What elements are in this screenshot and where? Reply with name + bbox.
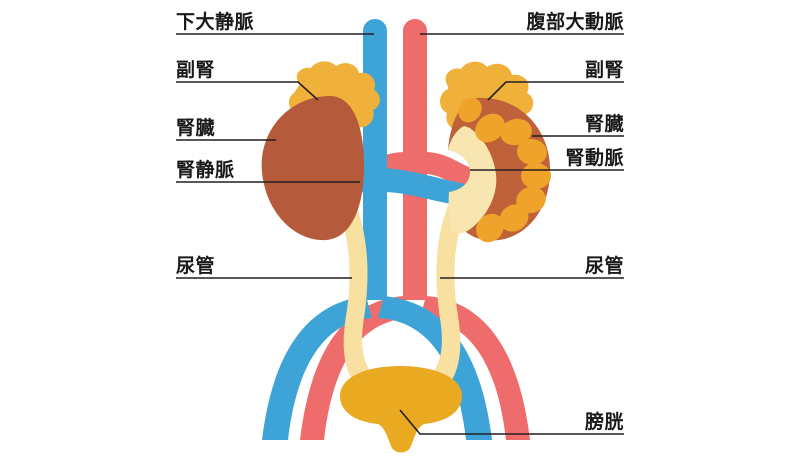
kidney-right-group bbox=[440, 61, 551, 243]
bladder-body bbox=[340, 366, 462, 453]
leader-bladder bbox=[399, 409, 624, 435]
vena-cava-top-cap bbox=[363, 19, 387, 43]
ureter-group bbox=[333, 190, 470, 386]
label-ureter-right: 尿管 bbox=[585, 254, 624, 277]
label-adrenal-left: 副腎 bbox=[176, 59, 215, 81]
kidney-left-body bbox=[261, 96, 364, 241]
iliac-artery-right bbox=[420, 296, 530, 440]
label-renal-vein: 腎静脈 bbox=[176, 158, 235, 181]
bladder-group bbox=[340, 366, 462, 453]
iliac-vein-left bbox=[262, 296, 372, 440]
kidney-left-group bbox=[261, 61, 380, 241]
label-abdominal-aorta: 腹部大動脈 bbox=[525, 10, 624, 33]
label-adrenal-right: 副腎 bbox=[585, 59, 624, 81]
aorta-top-cap bbox=[403, 19, 427, 43]
leader-adrenal-right bbox=[487, 81, 624, 101]
iliac-vein-right bbox=[378, 296, 492, 440]
ureter-left bbox=[333, 190, 372, 386]
ureter-right bbox=[432, 196, 470, 386]
label-inferior-vena-cava: 下大静脈 bbox=[176, 10, 254, 33]
leader-lines bbox=[176, 33, 624, 435]
renal-pelvis-right bbox=[448, 126, 497, 234]
label-renal-artery: 腎動脈 bbox=[565, 146, 624, 169]
label-kidney-right: 腎臓 bbox=[585, 113, 624, 135]
iliac-artery-left bbox=[300, 296, 410, 440]
label-kidney-left: 腎臓 bbox=[176, 117, 215, 139]
abdominal-aorta-trunk bbox=[403, 30, 427, 300]
leader-adrenal-left bbox=[176, 81, 319, 101]
label-texts: 下大静脈 副腎 腎臓 腎静脈 尿管 腹部大動脈 副腎 腎臓 腎動脈 尿管 膀胱 bbox=[176, 10, 624, 433]
label-ureter-left: 尿管 bbox=[176, 254, 215, 277]
label-bladder: 膀胱 bbox=[584, 410, 624, 433]
